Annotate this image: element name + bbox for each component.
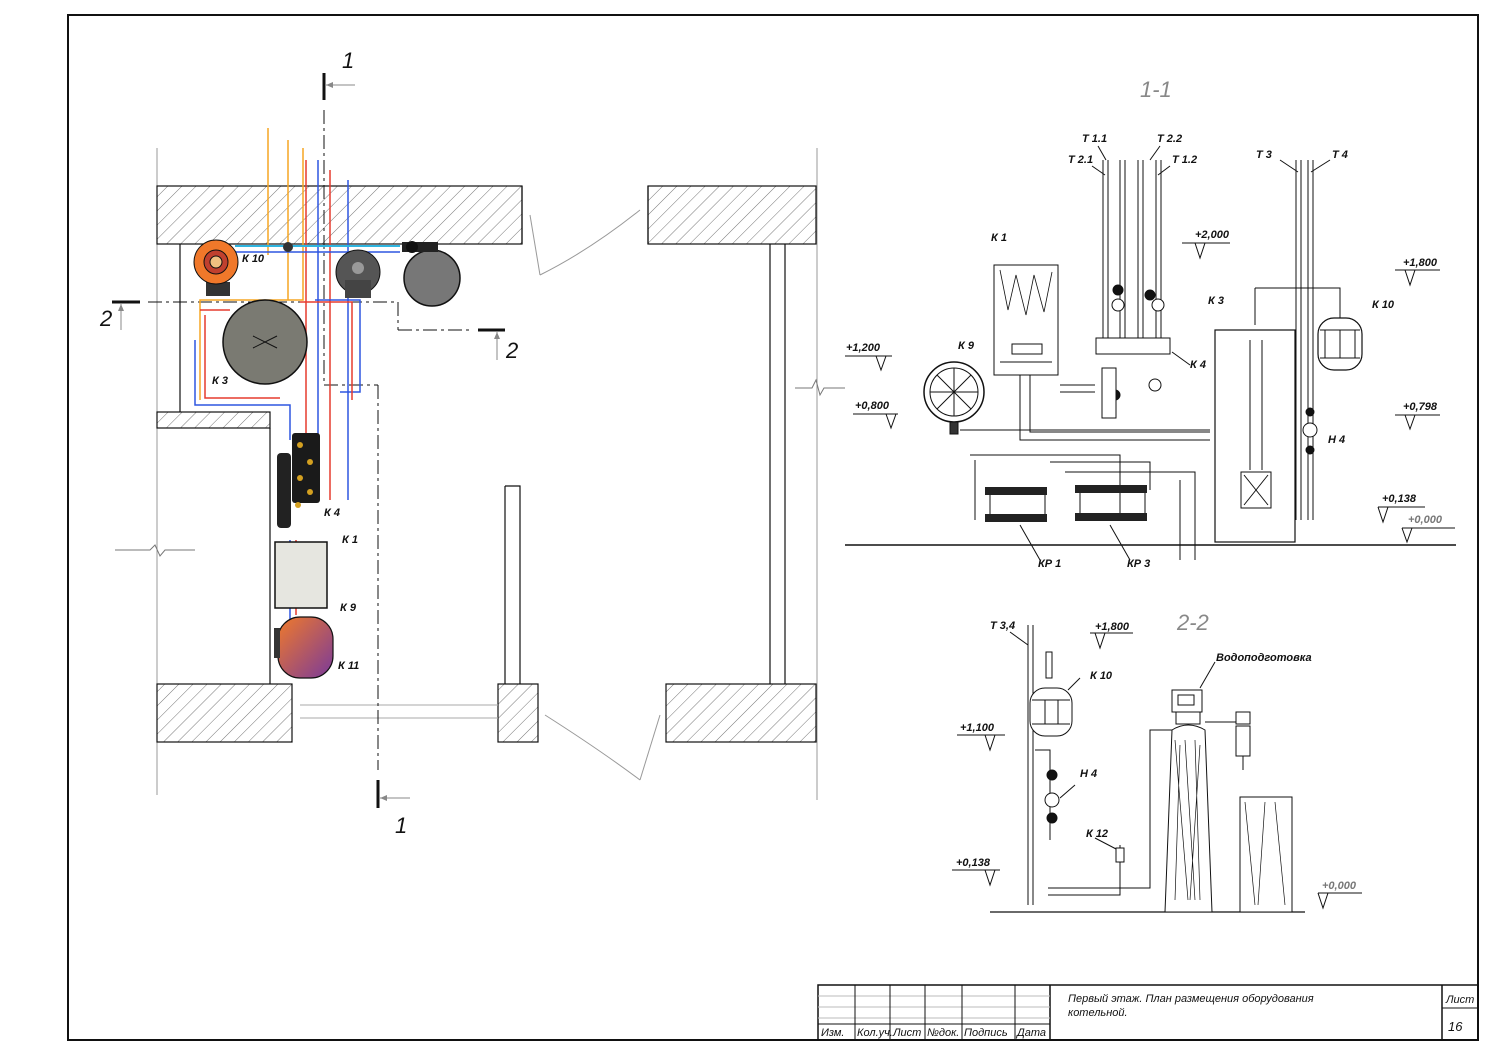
label-k11-plan: К 11: [338, 660, 359, 672]
section-mark-2-right: 2: [505, 338, 518, 363]
label-t1-1: Т 1.1: [1082, 133, 1107, 145]
label-kr3: КР 3: [1127, 558, 1150, 570]
level-0798: +0,798: [1403, 401, 1438, 413]
boiler-top-plan: [335, 249, 381, 298]
k10-tank-elevation: [1317, 317, 1363, 371]
level-0138-b: +0,138: [956, 857, 991, 869]
tb-sheet-number: 16: [1448, 1019, 1463, 1034]
k4-distribution-elevation: [1095, 284, 1171, 419]
water-treatment-unit: [1164, 661, 1251, 913]
tb-header-data: Дата: [1015, 1027, 1046, 1039]
label-t2-2: Т 2.2: [1157, 133, 1182, 145]
label-kr1: КР 1: [1038, 558, 1061, 570]
k1-boiler-elevation: [993, 264, 1059, 376]
section-mark-1-bottom: 1: [395, 813, 407, 838]
label-k10-plan: К 10: [242, 253, 265, 265]
tb-header-koluch: Кол.уч.: [857, 1027, 893, 1039]
level-marks-2-2: [952, 632, 1362, 910]
level-0000-b: +0,000: [1322, 880, 1357, 892]
label-t1-2: Т 1.2: [1172, 154, 1197, 166]
k3-water-heater-elevation: [1214, 329, 1296, 543]
section-1-1: 1-1 Т 1.1 Т 2.2 Т 2.1 Т 1.2 Т 3 Т 4: [845, 77, 1456, 570]
label-h4-2-2: Н 4: [1080, 768, 1097, 780]
label-k3-elev: К 3: [1208, 295, 1224, 307]
label-t2-1: Т 2.1: [1068, 154, 1093, 166]
walls: [156, 185, 817, 743]
level-1100: +1,100: [960, 722, 995, 734]
level-0000-a: +0,000: [1408, 514, 1443, 526]
k4-manifold-plan: [277, 433, 320, 528]
k9-tank-elevation: [923, 361, 985, 435]
tb-sheet-label: Лист: [1445, 994, 1474, 1006]
label-k4-plan: К 4: [324, 507, 340, 519]
label-k9-plan: К 9: [340, 602, 357, 614]
section-2-2-title: 2-2: [1176, 610, 1209, 635]
level-1200: +1,200: [846, 342, 881, 354]
label-k1-elev: К 1: [991, 232, 1007, 244]
k3-water-heater-plan: [222, 299, 308, 385]
label-k9-elev: К 9: [958, 340, 975, 352]
label-k10-elev: К 10: [1372, 299, 1395, 311]
label-t3-4: Т 3,4: [990, 620, 1015, 632]
h4-pump-elevation: [1302, 407, 1318, 455]
section-mark-1-top: 1: [342, 48, 354, 73]
k1-boiler-plan: [274, 541, 328, 609]
tb-header-izm: Изм.: [821, 1027, 844, 1039]
tb-header-list: Лист: [892, 1027, 921, 1039]
label-k1-plan: К 1: [342, 534, 358, 546]
level-1800-a: +1,800: [1403, 257, 1438, 269]
level-0800: +0,800: [855, 400, 890, 412]
tb-title-line2: котельной.: [1068, 1007, 1128, 1019]
label-k4-elev: К 4: [1190, 359, 1206, 371]
h4-pump-2-2: [1035, 749, 1076, 840]
tb-title-line1: Первый этаж. План размещения оборудовани…: [1068, 993, 1314, 1005]
sheet-border: [67, 14, 1479, 1041]
level-0138-a: +0,138: [1382, 493, 1417, 505]
title-block: [817, 984, 1479, 1041]
tb-header-ndok: №док.: [927, 1027, 959, 1039]
tank-top-plan: [402, 241, 461, 307]
label-t3: Т 3: [1256, 149, 1272, 161]
kr3-collector: [1075, 485, 1147, 521]
level-2000: +2,000: [1195, 229, 1230, 241]
section-2-2: 2-2 Т 3,4 К 10 Н 4: [952, 610, 1362, 913]
k11-tank-plan: [277, 616, 334, 679]
section-1-1-title: 1-1: [1140, 77, 1172, 102]
label-t4: Т 4: [1332, 149, 1348, 161]
pipes-plan: [194, 128, 400, 620]
floor-plan: 1 1 2 2: [99, 48, 845, 838]
tb-header-podpis: Подпись: [964, 1027, 1008, 1039]
level-1800-b: +1,800: [1095, 621, 1130, 633]
label-h4-elev: Н 4: [1328, 434, 1345, 446]
salt-tank: [1239, 796, 1293, 913]
section-line-1-1: 1 1: [322, 48, 410, 838]
k10-tank-2-2: [1029, 651, 1081, 737]
label-k3-plan: К 3: [212, 375, 228, 387]
label-water-treatment: Водоподготовка: [1216, 652, 1312, 664]
kr1-collector: [985, 487, 1047, 522]
label-k12: К 12: [1086, 828, 1108, 840]
k10-expansion-tank-plan: [193, 239, 293, 296]
level-marks-1-1: [845, 242, 1455, 544]
section-line-2-2: 2 2: [99, 300, 518, 363]
section-mark-2-left: 2: [99, 306, 112, 331]
label-k10-2-2: К 10: [1090, 670, 1113, 682]
